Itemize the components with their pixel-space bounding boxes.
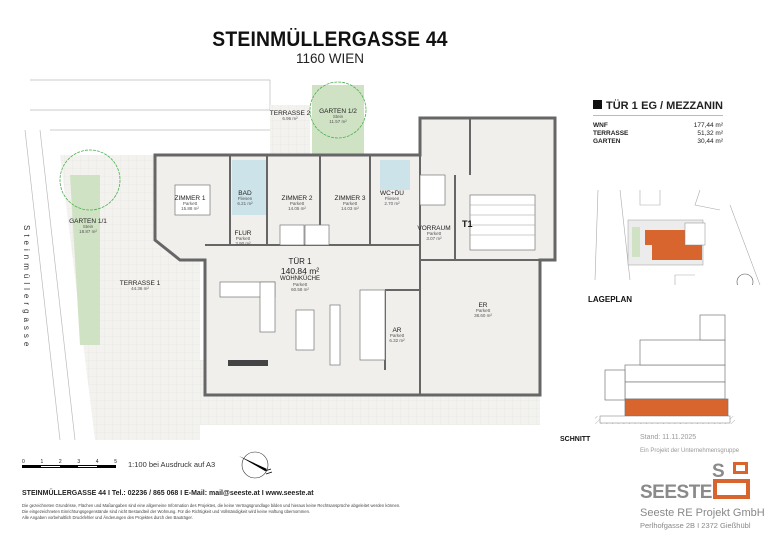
logo-small-square — [733, 462, 748, 474]
unit-number: TÜR 1 — [606, 100, 638, 112]
garden-1-2 — [312, 85, 364, 155]
company-name: Seeste RE Projekt GmbH — [640, 507, 765, 519]
garden-1-1 — [70, 175, 100, 345]
floor-plan — [24, 79, 557, 441]
stair-label: T1 — [462, 219, 473, 229]
disclaimer: Die eingezeichneten Einrichtungsgegenstä… — [22, 509, 311, 514]
section-label: SCHNITT — [560, 436, 591, 443]
unit-level: EG / MEZZANIN — [641, 100, 723, 112]
disclaimer: Alle Angaben vorbehaltlich Druckfehler u… — [22, 515, 193, 520]
company-logo: SEESTE — [640, 482, 712, 503]
north-arrow-icon — [239, 451, 273, 479]
scale-text: 1:100 bei Ausdruck auf A3 — [128, 460, 216, 469]
site-plan — [594, 189, 761, 285]
disclaimer: Die gezeichneten Grundrisse, Flächen und… — [22, 503, 401, 508]
terrace-2-area — [270, 105, 310, 155]
logo-big-square — [713, 479, 750, 499]
page-title: STEINMÜLLERGASSE 44 — [212, 28, 448, 51]
company-address: Perlhofgasse 2B I 2372 Gießhübl — [640, 521, 751, 530]
site-plan-label: LAGEPLAN — [588, 295, 632, 304]
street-name: Steinmüllergasse — [22, 225, 31, 351]
unit-label: TÜR 1 140.84 m² WOHNKÜCHE Parkett 60.58 … — [280, 257, 320, 292]
contact-line: STEINMÜLLERGASSE 44 I Tel.: 02236 / 865 … — [22, 490, 314, 497]
square-icon — [593, 100, 602, 109]
date-stamp: Stand: 11.11.2025 — [640, 434, 697, 441]
logo-s: S — [712, 461, 725, 482]
page-subtitle: 1160 WIEN — [295, 51, 365, 66]
group-text: Ein Projekt der Unternehmensgruppe — [640, 448, 740, 454]
section-drawing — [595, 314, 735, 424]
